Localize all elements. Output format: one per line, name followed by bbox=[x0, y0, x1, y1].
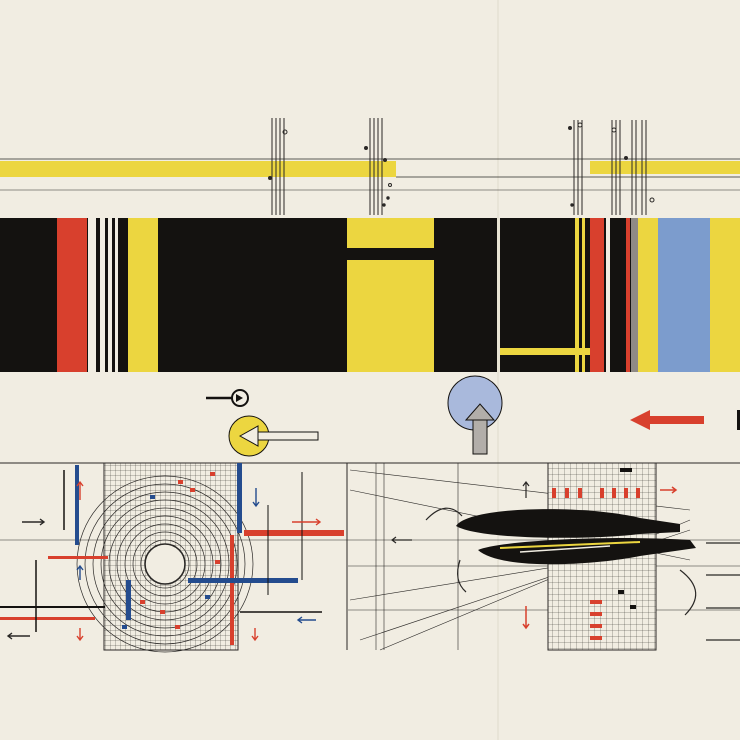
white-stripe bbox=[88, 218, 96, 372]
curved-arrows-right bbox=[391, 481, 697, 616]
red-stripe bbox=[57, 218, 87, 372]
airship-icon bbox=[456, 509, 696, 565]
color-stripe-band bbox=[0, 218, 740, 372]
edge-rules-right bbox=[706, 542, 740, 641]
red-stripe bbox=[626, 218, 630, 372]
white-stripe bbox=[108, 218, 112, 372]
arrow-left-circle-icon bbox=[228, 415, 319, 457]
black-bar-center bbox=[347, 248, 434, 260]
red-bar bbox=[0, 617, 95, 620]
yellow-strip-right bbox=[590, 161, 740, 174]
red-bar bbox=[48, 556, 108, 559]
note-stems-group-1 bbox=[268, 118, 288, 215]
yellow-stripe bbox=[638, 218, 658, 372]
yellow-thin-stripe bbox=[575, 218, 579, 372]
white-stripe bbox=[100, 218, 105, 372]
white-stripe bbox=[115, 218, 118, 372]
red-bar bbox=[230, 535, 234, 645]
arrow-left-red-icon bbox=[630, 410, 704, 430]
red-arrow-down bbox=[522, 606, 530, 630]
blue-bar bbox=[126, 580, 131, 620]
grid-marks-right bbox=[552, 468, 640, 640]
blue-bar bbox=[237, 463, 242, 533]
arrow-right-circle-icon bbox=[206, 389, 249, 407]
yellow-vline bbox=[582, 218, 585, 372]
red-arrow-right bbox=[660, 486, 678, 494]
blue-bar bbox=[75, 465, 79, 545]
blue-stripe bbox=[658, 218, 710, 372]
note-stems-group-4 bbox=[611, 120, 655, 215]
red-stripe bbox=[590, 218, 604, 372]
white-stripe bbox=[606, 218, 610, 372]
bottom-diagram-band bbox=[0, 462, 740, 653]
yellow-hline bbox=[500, 348, 590, 355]
concentric-circles-icon bbox=[76, 475, 254, 653]
yellow-stripe bbox=[710, 218, 740, 372]
yellow-strip-left bbox=[0, 161, 396, 177]
small-arrows-left bbox=[6, 480, 322, 642]
blue-bar bbox=[188, 578, 298, 583]
grid-marks-left bbox=[122, 472, 220, 629]
grey-stripe bbox=[631, 218, 638, 372]
top-staff-band bbox=[0, 118, 740, 215]
black-tick-mark bbox=[737, 410, 740, 430]
note-stems-group-2 bbox=[364, 118, 392, 215]
red-bar bbox=[244, 530, 344, 536]
paper-gap bbox=[497, 218, 500, 372]
note-stems-group-3 bbox=[568, 120, 583, 215]
arrow-up-circle-icon bbox=[447, 375, 503, 455]
yellow-block-center bbox=[347, 218, 434, 372]
yellow-stripe bbox=[128, 218, 158, 372]
